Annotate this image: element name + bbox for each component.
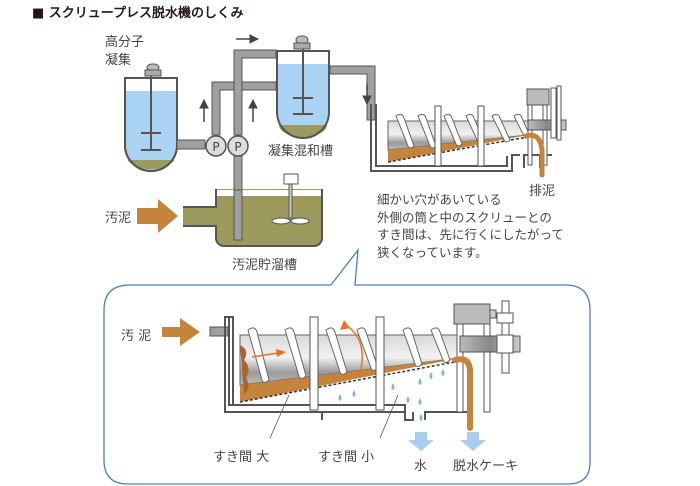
note-line: 外側の筒と中のスクリューとの (377, 209, 552, 225)
label-polymer-1: 高分子 (105, 35, 145, 50)
rotation-arrow-icon (251, 320, 363, 375)
screw-press-detail (209, 300, 521, 439)
arrow-down-icon (362, 84, 372, 106)
note-line: 細かい穴があいている (377, 192, 502, 207)
cake-arrow-icon (460, 432, 486, 451)
output-arrows (408, 432, 486, 451)
water-drops (338, 369, 445, 421)
note-line: すき間は、先に行くにしたがって (377, 227, 564, 242)
note-line: 狭くなっています。 (377, 244, 488, 260)
label-polymer-2: 凝集 (105, 53, 132, 68)
arrow-right-icon (236, 34, 260, 44)
explanation-note: 細かい穴があいている 外側の筒と中のスクリューとの すき間は、先に行くにしたがっ… (377, 191, 564, 261)
screw-press-small (370, 85, 567, 178)
label-water: 水 (414, 459, 428, 474)
mixing-tank (276, 35, 330, 139)
polymer-tank (124, 63, 178, 172)
label-discharge: 排泥 (529, 184, 556, 199)
arrow-up-icon (248, 98, 258, 122)
label-gap-large: すき間 大 (213, 450, 270, 465)
label-gap-small: すき間 小 (318, 450, 375, 465)
label-detail-sludge: 汚 泥 (121, 329, 152, 344)
label-sludge-in: 汚泥 (105, 211, 132, 226)
label-cake: 脱水ケーキ (453, 459, 519, 474)
arrow-up-icon (199, 98, 209, 122)
pump-1: P (205, 135, 227, 157)
pump-2: P (227, 135, 249, 157)
water-arrow-icon (408, 432, 434, 451)
label-storage-tank: 汚泥貯溜槽 (232, 258, 298, 273)
pump-2-label: P (234, 140, 241, 154)
storage-tank (183, 173, 323, 247)
label-mixing-tank: 凝集混和槽 (268, 144, 334, 159)
flow-arrows (199, 34, 372, 122)
detail-sludge-arrow (162, 318, 200, 346)
sludge-input-arrow (137, 199, 178, 233)
pump-1-label: P (212, 140, 219, 154)
diagram-title: ■ スクリュープレス脱水機のしくみ (32, 6, 244, 21)
